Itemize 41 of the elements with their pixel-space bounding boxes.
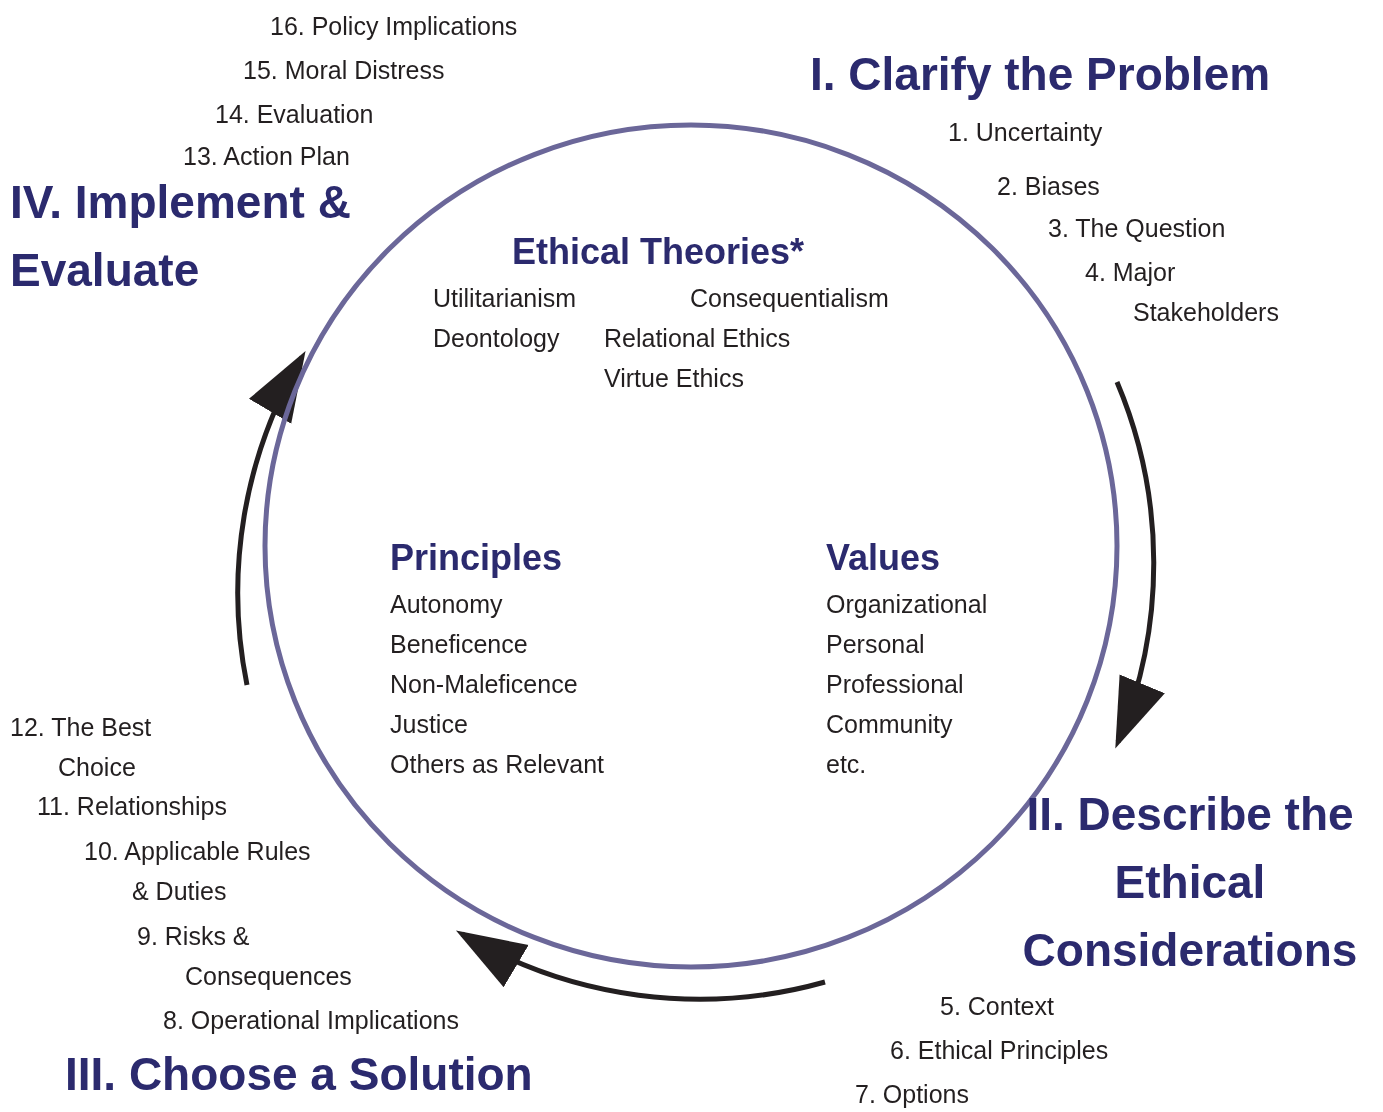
step-label: 3. The Question xyxy=(1048,213,1226,244)
list-item: Consequentialism xyxy=(690,283,889,314)
step-label: 12. The Best Choice xyxy=(10,712,153,783)
curved-arrow xyxy=(235,350,306,686)
list-item: etc. xyxy=(826,749,867,780)
step-label: 2. Biases xyxy=(997,171,1100,202)
list-item: Autonomy xyxy=(390,589,503,620)
stage-heading: III. Choose a Solution xyxy=(65,1047,534,1102)
stage-heading: IV. Implement & Evaluate xyxy=(10,175,352,298)
stage-heading: II. Describe the Ethical Considerations xyxy=(1021,787,1359,978)
list-item: Others as Relevant xyxy=(390,749,604,780)
list-item: Deontology xyxy=(433,323,560,354)
list-item: Utilitarianism xyxy=(433,283,577,314)
step-label: 11. Relationships xyxy=(37,791,227,822)
list-item: Organizational xyxy=(826,589,988,620)
list-item: Non-Maleficence xyxy=(390,669,578,700)
step-label: 13. Action Plan xyxy=(183,141,350,172)
step-label: 16. Policy Implications xyxy=(270,11,518,42)
curved-arrow xyxy=(455,930,826,1002)
step-label: 8. Operational Implications xyxy=(163,1005,459,1036)
step-label: 9. Risks & Consequences xyxy=(137,921,353,992)
section-heading: Values xyxy=(826,536,941,580)
list-item: Beneficence xyxy=(390,629,528,660)
step-label: 15. Moral Distress xyxy=(243,55,445,86)
list-item: Professional xyxy=(826,669,964,700)
list-item: Relational Ethics xyxy=(604,323,791,354)
list-item: Community xyxy=(826,709,953,740)
step-label: 14. Evaluation xyxy=(215,99,374,130)
list-item: Personal xyxy=(826,629,925,660)
step-label: 7. Options xyxy=(855,1079,969,1110)
stage-heading: I. Clarify the Problem xyxy=(810,47,1272,102)
step-label: 6. Ethical Principles xyxy=(890,1035,1109,1066)
step-label: 5. Context xyxy=(940,991,1054,1022)
list-item: Virtue Ethics xyxy=(604,363,744,394)
section-heading: Ethical Theories* xyxy=(512,230,805,274)
step-label: 10. Applicable Rules & Duties xyxy=(84,836,312,907)
step-label: 4. Major Stakeholders xyxy=(1085,257,1280,328)
curved-arrow xyxy=(1114,381,1162,749)
step-label: 1. Uncertainty xyxy=(948,117,1103,148)
section-heading: Principles xyxy=(390,536,563,580)
list-item: Justice xyxy=(390,709,468,740)
